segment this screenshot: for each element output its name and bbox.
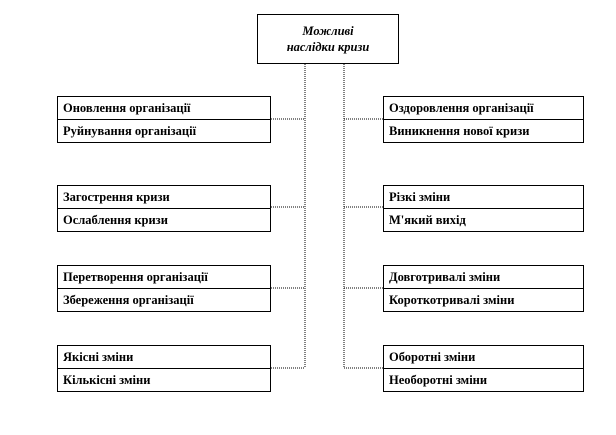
left-pair-4-bottom: Кількісні зміни bbox=[63, 373, 151, 387]
right-pair-4-bottom: Необоротні зміни bbox=[389, 373, 488, 387]
right-pair-3-top: Довготривалі зміни bbox=[384, 266, 583, 289]
left-pair-2-top: Загострення кризи bbox=[58, 186, 270, 209]
left-pair-2-bottom: Ослаблення кризи bbox=[63, 213, 168, 227]
right-pair-box-1: Оздоровлення організації Виникнення ново… bbox=[383, 96, 584, 143]
title-line-1: Можливі bbox=[302, 24, 354, 38]
right-pair-2-top: Різкі зміни bbox=[384, 186, 583, 209]
left-pair-3-bottom: Збереження організації bbox=[63, 293, 194, 307]
left-pair-box-2: Загострення кризи Ослаблення кризи bbox=[57, 185, 271, 232]
right-pair-box-2: Різкі зміни М'який вихід bbox=[383, 185, 584, 232]
right-pair-1-bottom: Виникнення нової кризи bbox=[389, 124, 530, 138]
left-pair-1-top: Оновлення організації bbox=[58, 97, 270, 120]
right-pair-3-bottom: Короткотривалі зміни bbox=[389, 293, 515, 307]
left-pair-box-4: Якісні зміни Кількісні зміни bbox=[57, 345, 271, 392]
right-pair-2-bottom: М'який вихід bbox=[389, 213, 466, 227]
root-title-box: Можливі наслідки кризи bbox=[257, 14, 399, 64]
right-pair-box-4: Оборотні зміни Необоротні зміни bbox=[383, 345, 584, 392]
left-pair-box-1: Оновлення організації Руйнування організ… bbox=[57, 96, 271, 143]
right-pair-1-top: Оздоровлення організації bbox=[384, 97, 583, 120]
left-pair-4-top: Якісні зміни bbox=[58, 346, 270, 369]
left-pair-3-top: Перетворення організації bbox=[58, 266, 270, 289]
right-pair-box-3: Довготривалі зміни Короткотривалі зміни bbox=[383, 265, 584, 312]
title-line-2: наслідки кризи bbox=[286, 40, 370, 54]
left-pair-box-3: Перетворення організації Збереження орга… bbox=[57, 265, 271, 312]
left-pair-1-bottom: Руйнування організації bbox=[63, 124, 197, 138]
right-pair-4-top: Оборотні зміни bbox=[384, 346, 583, 369]
